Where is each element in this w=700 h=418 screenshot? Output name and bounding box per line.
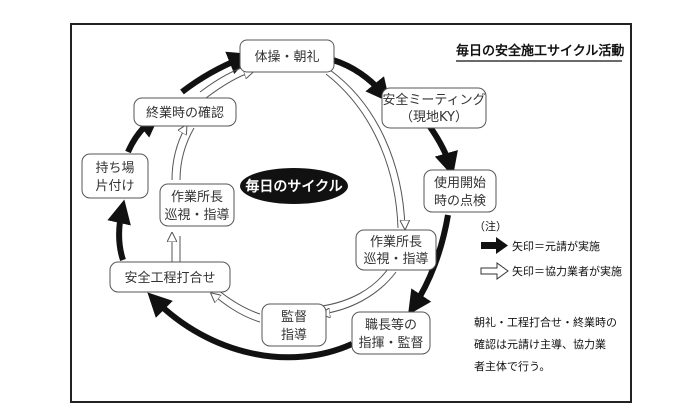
node-junshi-right-line1: 作業所長 [370, 234, 422, 250]
node-junshi-left-line2: 巡視・指導 [164, 208, 229, 223]
white-arrow-junshi-to-kantoku-inner [321, 265, 391, 307]
node-kantoku: 監督 指導 [261, 303, 327, 347]
center-cycle-label: 毎日のサイクル [240, 168, 348, 204]
node-junshi-left: 作業所長 巡視・指導 [159, 183, 235, 227]
node-meeting: 安全ミーティング （現地KY） [381, 87, 487, 129]
legend-note-mark: （注） [474, 219, 507, 233]
node-shokucho-line2: 指揮・監督 [358, 335, 423, 351]
node-meeting-line1: 安全ミーティング [382, 92, 485, 108]
white-arrow-junshi-left-to-kakunin-inner [179, 127, 195, 181]
black-arrow-taiso-to-meeting [332, 57, 390, 103]
note-line-2: 確認は元請け主導、協力業 [474, 337, 606, 351]
white-arrow-kantoku-to-uchiawase [212, 294, 261, 323]
white-arrows [171, 65, 405, 323]
node-junshi-left-line1: 作業所長 [171, 189, 223, 205]
white-arrow-junshi-left-to-kakunin [171, 126, 186, 181]
legend: （注） 矢印＝元請が実施 矢印＝協力業者が実施 [474, 219, 622, 280]
node-taiso-label: 体操・朝礼 [254, 49, 319, 65]
node-shiyo-line1: 使用開始 [434, 175, 486, 191]
legend-black-arrow-label: 矢印＝元請が実施 [512, 239, 600, 253]
note-line-1: 朝礼・工程打合せ・終業時の [474, 315, 617, 329]
legend-white-arrow-icon [480, 262, 509, 280]
legend-white-arrow-label: 矢印＝協力業者が実施 [512, 264, 622, 278]
node-meeting-line2: （現地KY） [400, 110, 468, 125]
node-shiyo-line2: 時の点検 [434, 194, 486, 209]
node-kakunin: 終業時の確認 [133, 97, 237, 127]
node-katazuke-line2: 片付け [95, 179, 134, 194]
node-katazuke: 持ち場 片付け [81, 153, 149, 199]
white-arrow-kakunin-to-taiso [205, 72, 252, 99]
node-taiso: 体操・朝礼 [239, 39, 335, 73]
diagram-title: 毎日の安全施工サイクル活動 [456, 43, 624, 59]
node-junshi-right: 作業所長 巡視・指導 [355, 229, 437, 271]
white-arrow-taiso-to-junshi [329, 69, 405, 228]
white-arrow-junshi-to-kantoku [322, 271, 397, 314]
black-arrow-shokucho-to-uchiawase [147, 292, 354, 361]
node-shiyo: 使用開始 時の点検 [423, 169, 497, 213]
white-arrow-taiso-to-junshi-inner [325, 73, 399, 229]
node-kantoku-line2: 指導 [281, 328, 307, 343]
node-uchiawase: 安全工程打合せ [109, 261, 231, 293]
note-line-3: 者主体で行う。 [474, 359, 550, 373]
node-shokucho-line1: 職長等の [365, 317, 417, 333]
black-arrow-kakunin-to-taiso [180, 51, 253, 95]
node-junshi-right-line2: 巡視・指導 [363, 252, 428, 267]
node-kakunin-label: 終業時の確認 [146, 105, 224, 121]
node-shokucho: 職長等の 指揮・監督 [351, 311, 431, 355]
black-arrow-uchiawase-to-katazuke [107, 199, 131, 261]
node-uchiawase-label: 安全工程打合せ [124, 270, 215, 286]
legend-black-arrow-icon [481, 237, 508, 254]
node-katazuke-line1: 持ち場 [95, 161, 134, 176]
center-label-text: 毎日のサイクル [245, 178, 342, 195]
node-kantoku-line1: 監督 [281, 309, 307, 325]
note-block: 朝礼・工程打合せ・終業時の 確認は元請け主導、協力業 者主体で行う。 [474, 315, 617, 373]
